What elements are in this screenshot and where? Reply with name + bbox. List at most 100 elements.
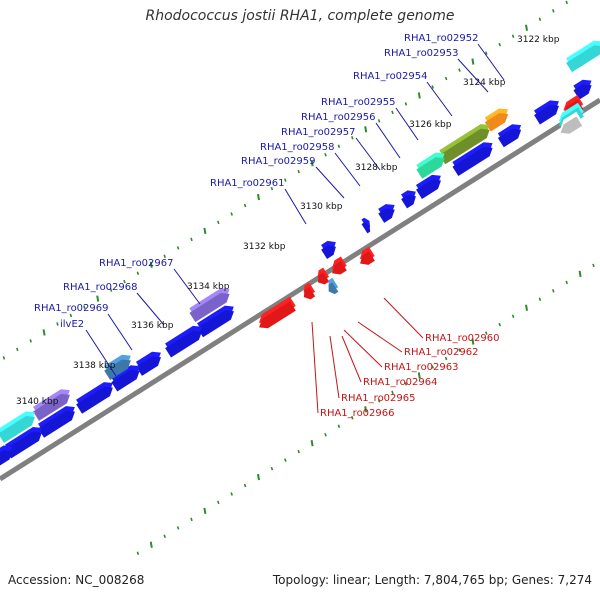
forward-gene[interactable] [359,216,374,234]
forward-gene[interactable] [0,442,17,467]
tick-mark [190,517,193,522]
tick-mark [217,220,220,225]
gene-ro02963[interactable] [327,256,349,277]
tick-mark [176,526,180,530]
gene-ro02964[interactable] [313,267,331,287]
tick-mark [243,203,247,208]
leader-ro02962 [357,321,403,353]
gene-ro02966[interactable] [254,296,298,332]
gene-label-ro02966[interactable]: RHA1_ro02966 [320,408,395,419]
gene-label-ro02964[interactable]: RHA1_ro02964 [363,377,438,388]
tick-mark [337,424,341,428]
gene-body [5,431,42,459]
gene-ro02955[interactable] [414,149,449,179]
gene-label-ro02963[interactable]: RHA1_ro02963 [384,362,459,373]
gene-label-ro02952[interactable]: RHA1_ro02952 [404,33,479,44]
gene-reverse-grey[interactable] [556,111,585,138]
gene-body [378,208,395,223]
gene-ro02967[interactable] [187,285,234,323]
forward-gene[interactable] [319,237,341,259]
tick-mark [257,193,260,201]
forward-gene[interactable] [450,139,497,176]
genome-backbone [0,97,600,482]
forward-gene[interactable] [399,187,421,209]
gene-label-ro02956[interactable]: RHA1_ro02956 [301,112,376,123]
gene-body [0,450,13,467]
forward-gene[interactable] [134,348,166,376]
kbp-scale-labels: 3122 kbp 3124 kbp 3126 kbp 3128 kbp 3130… [16,35,560,407]
gene-label-ro02959[interactable]: RHA1_ro02959 [241,156,316,167]
forward-gene[interactable] [532,97,564,125]
forward-gene[interactable] [163,322,207,358]
forward-gene[interactable] [571,76,596,100]
gene-label-ro02954[interactable]: RHA1_ro02954 [353,71,428,82]
forward-gene[interactable] [36,402,80,438]
tick-mark [485,51,488,55]
tick-mark [149,261,153,268]
gene-label-ro02957[interactable]: RHA1_ro02957 [281,127,356,138]
leader-ro02960 [383,297,424,339]
tick-mark [391,390,394,395]
leader-ro02957 [355,137,381,171]
tick-mark [525,24,528,31]
gene-label-ro02968[interactable]: RHA1_ro02968 [63,282,138,293]
gene-ilvE2[interactable] [31,386,75,421]
tick-mark [163,534,166,539]
tick-mark [42,329,46,336]
tick-mark [417,92,421,99]
tick-mark [417,372,421,379]
gene-body [165,330,202,358]
gene-label-ro02953[interactable]: RHA1_ro02953 [384,48,459,59]
gene-label-ro02955[interactable]: RHA1_ro02955 [321,97,396,108]
tick-mark [364,126,368,133]
gene-ro02952[interactable] [564,37,600,73]
tick-mark [592,263,595,268]
tick-mark [136,551,140,555]
leader-ro02956 [375,122,401,159]
tick-mark [498,322,501,327]
gene-body [136,356,161,376]
gene-ro02969[interactable] [102,351,136,380]
tick-mark [471,338,475,345]
gene-label-ro02969[interactable]: RHA1_ro02969 [34,303,109,314]
gene-ro02962[interactable] [355,246,377,268]
tick-mark [377,119,381,123]
gene-label-ilvE2[interactable]: ilvE2 [60,319,84,330]
tick-mark [552,9,555,13]
gene-body [360,251,375,265]
leader-ro02965 [329,335,340,399]
forward-gene[interactable] [496,120,526,148]
tick-mark [217,500,220,505]
gene-body [38,410,75,438]
gene-body [416,179,441,199]
tick-mark [324,152,327,157]
forward-gene[interactable] [109,361,144,392]
gene-ro02953[interactable] [483,105,513,132]
tick-mark [203,507,207,515]
gene-label-ro02961[interactable]: RHA1_ro02961 [210,178,285,189]
gene-label-ro02958[interactable]: RHA1_ro02958 [260,142,335,153]
forward-gene[interactable] [376,200,400,223]
forward-gene[interactable] [3,423,47,459]
forward-gene[interactable] [195,302,239,338]
tick-mark [83,305,86,309]
gene-ro02954[interactable] [437,120,494,165]
gene-label-ro02962[interactable]: RHA1_ro02962 [404,347,479,358]
gene-label-ro02960[interactable]: RHA1_ro02960 [425,333,500,344]
forward-gene[interactable] [414,171,446,199]
gene-body [560,116,583,134]
leader-ro02964 [341,335,362,383]
gene-ro02970[interactable] [0,408,40,443]
forward-gene[interactable] [74,378,118,414]
tick-mark [578,270,582,278]
gene-label-ro02965[interactable]: RHA1_ro02965 [341,393,416,404]
gene-ro02965[interactable] [299,282,317,301]
tick-mark [310,160,314,167]
gene-ro02965-b[interactable] [324,277,341,296]
gene-body [361,222,371,234]
tick-mark [310,440,314,447]
gene-label-ro02967[interactable]: RHA1_ro02967 [99,258,174,269]
gene-body [317,272,330,285]
tick-mark [270,186,274,191]
tick-mark [351,416,354,420]
